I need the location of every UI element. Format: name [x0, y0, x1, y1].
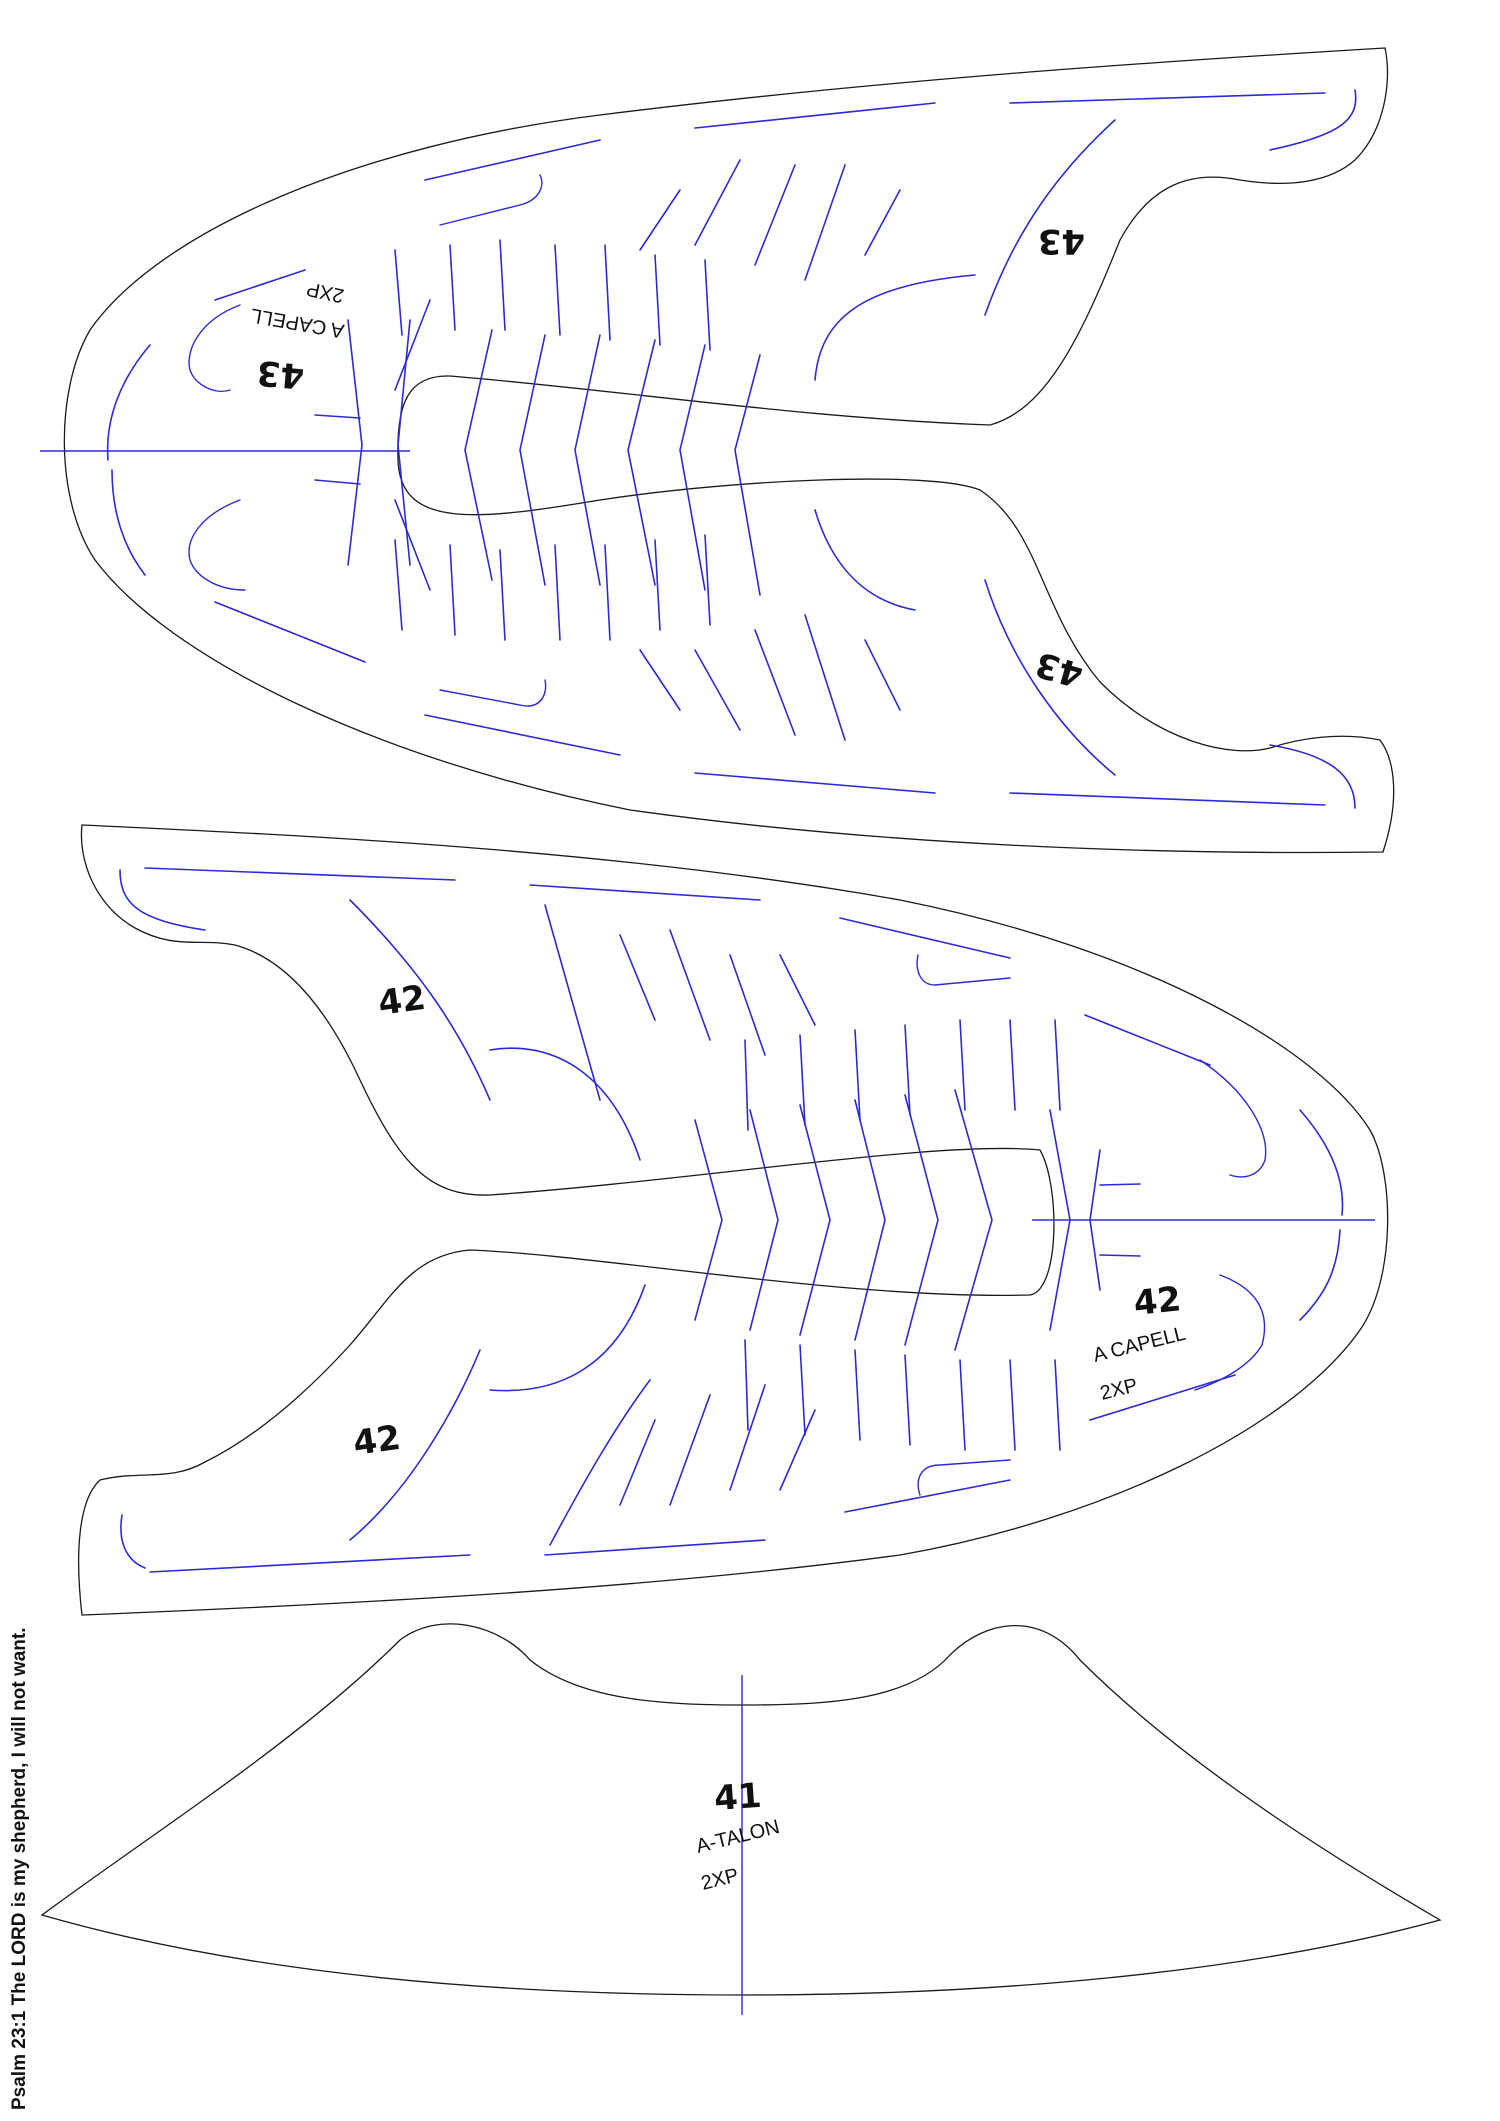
piece-43-diagonals: [639, 119, 1116, 776]
piece-41-quantity: 2XP: [699, 1864, 741, 1894]
piece-42-labels: 42 42 42 A CAPELL 2XP: [351, 978, 1188, 1464]
piece-42-diagonals: [349, 899, 816, 1546]
piece-42-outline: [77, 824, 1389, 1616]
piece-42-number: 42: [1132, 1279, 1183, 1324]
piece-43-cut-lines: [106, 89, 1357, 809]
piece-42: 42 42 42 A CAPELL 2XP: [77, 824, 1389, 1616]
piece-43: 43 43 43 A CAPELL 2XP: [40, 47, 1395, 854]
piece-42-chevrons: [694, 1019, 1101, 1451]
piece-43-side-number-top: 43: [1038, 221, 1085, 261]
piece-43-labels: 43 43 43 A CAPELL 2XP: [249, 221, 1088, 695]
piece-42-cut-lines: [119, 867, 1344, 1573]
piece-41-labels: 41 A-TALON 2XP: [694, 1776, 782, 1895]
footer-verse: Psalm 23:1 The LORD is my shepherd, I wi…: [9, 1628, 30, 2111]
piece-41-outline: [40, 1623, 1442, 1996]
piece-41-part-name: A-TALON: [694, 1816, 782, 1858]
piece-42-quantity: 2XP: [1098, 1374, 1140, 1404]
piece-43-side-number-bottom: 43: [1031, 643, 1088, 694]
piece-41-number: 41: [713, 1776, 763, 1819]
piece-43-quantity: 2XP: [304, 277, 346, 306]
piece-42-part-name: A CAPELL: [1091, 1323, 1188, 1367]
piece-43-part-name: A CAPELL: [249, 304, 346, 342]
piece-42-side-number-top: 42: [376, 978, 428, 1024]
piece-43-number: 43: [255, 352, 306, 396]
piece-43-chevrons: [347, 239, 761, 641]
piece-43-outline: [63, 47, 1395, 854]
piece-42-side-number-bottom: 42: [351, 1418, 403, 1464]
piece-41: 41 A-TALON 2XP: [40, 1623, 1442, 2015]
